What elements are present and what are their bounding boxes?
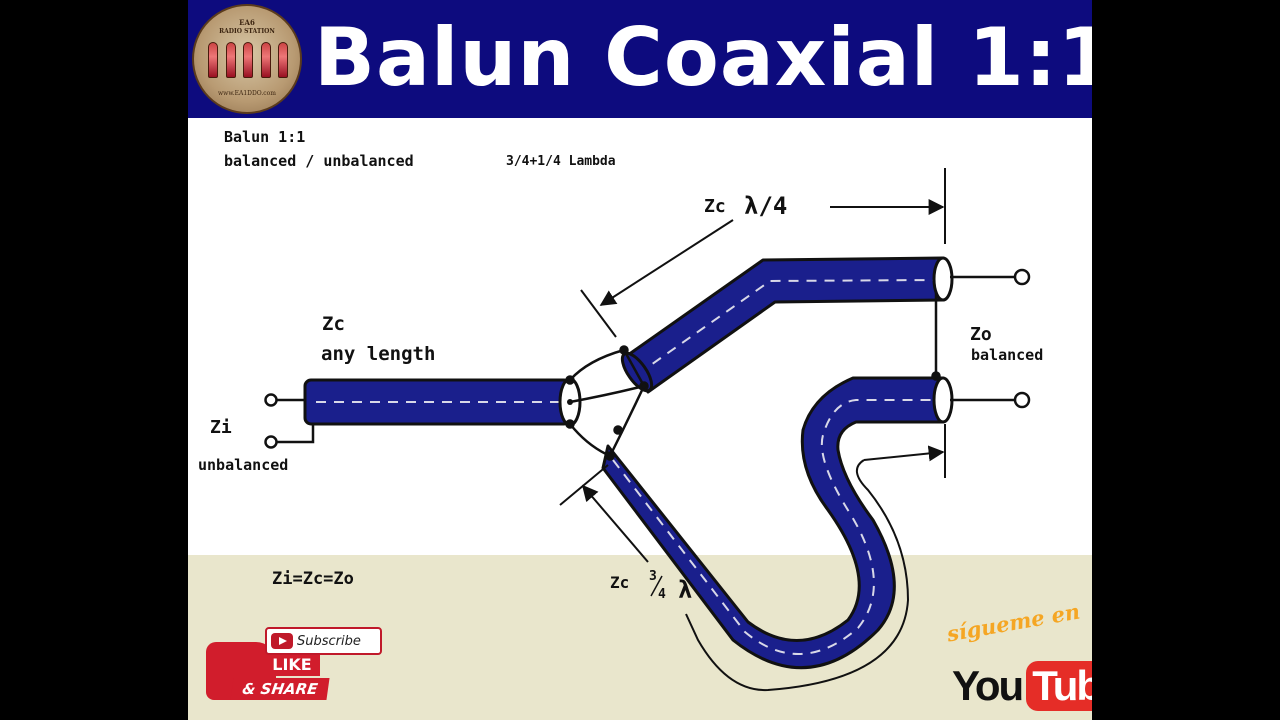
vacuum-tube-icon bbox=[225, 42, 236, 78]
vacuum-tube-icon bbox=[243, 42, 253, 78]
label-fraction-num: 3 bbox=[649, 569, 657, 584]
cable-three-quarter-wave bbox=[601, 376, 954, 670]
frame: EA6 RADIO STATION www.EA1DDO.com Balun C… bbox=[188, 0, 1092, 720]
share-label: & SHARE bbox=[230, 678, 330, 700]
like-share-badge[interactable]: LIKE & SHARE bbox=[202, 632, 352, 712]
vacuum-tube-icon bbox=[278, 42, 288, 78]
label-zc-quarter: Zc bbox=[704, 196, 726, 217]
logo-subtitle-text: RADIO STATION bbox=[219, 28, 275, 35]
label-zi: Zi bbox=[210, 417, 232, 438]
logo-top-text: EA6 bbox=[239, 18, 255, 27]
label-unbalanced: unbalanced bbox=[198, 456, 288, 474]
youtube-logo[interactable]: You Tube bbox=[952, 658, 1092, 714]
logo-url-text: www.EA1DDO.com bbox=[218, 90, 276, 97]
cable-input bbox=[303, 377, 582, 427]
heading-line2: balanced / unbalanced bbox=[224, 152, 414, 170]
youtube-you: You bbox=[952, 662, 1024, 709]
label-zc-three-quarter: Zc bbox=[610, 573, 629, 592]
heading-lambda-note: 3/4+1/4 Lambda bbox=[506, 154, 616, 169]
label-zo: Zo bbox=[970, 324, 992, 345]
label-any-length: any length bbox=[321, 343, 435, 365]
input-terminals bbox=[264, 393, 315, 449]
vacuum-tube-icon bbox=[208, 42, 218, 78]
label-three-quarter-lambda: λ bbox=[678, 576, 692, 604]
like-label: LIKE bbox=[264, 654, 320, 676]
label-zc-any: Zc bbox=[322, 313, 345, 335]
equation: Zi=Zc=Zo bbox=[272, 569, 354, 589]
label-lambda-quarter: λ/4 bbox=[744, 192, 787, 220]
play-icon bbox=[271, 633, 293, 649]
subscribe-button[interactable]: Subscribe bbox=[265, 627, 382, 655]
page-title: Balun Coaxial 1:1 bbox=[314, 11, 1092, 104]
label-fraction-den: 4 bbox=[658, 587, 666, 602]
heading-line1: Balun 1:1 bbox=[224, 128, 305, 146]
header-bar: EA6 RADIO STATION www.EA1DDO.com Balun C… bbox=[188, 0, 1092, 118]
junction-wires bbox=[565, 345, 649, 461]
youtube-tube-box: Tube bbox=[1026, 661, 1092, 711]
fraction-slash bbox=[650, 575, 663, 597]
vacuum-tube-icon bbox=[260, 42, 271, 78]
cable-quarter-wave bbox=[620, 256, 954, 394]
logo-tubes bbox=[208, 42, 288, 80]
dimension-lines bbox=[559, 168, 946, 692]
subscribe-label: Subscribe bbox=[297, 633, 361, 649]
youtube-tube: Tube bbox=[1032, 662, 1092, 709]
balun-diagram: Balun 1:1 balanced / unbalanced 3/4+1/4 … bbox=[198, 128, 1043, 692]
station-logo: EA6 RADIO STATION www.EA1DDO.com bbox=[192, 4, 302, 114]
output-terminals bbox=[931, 268, 1031, 409]
label-balanced: balanced bbox=[971, 346, 1043, 364]
